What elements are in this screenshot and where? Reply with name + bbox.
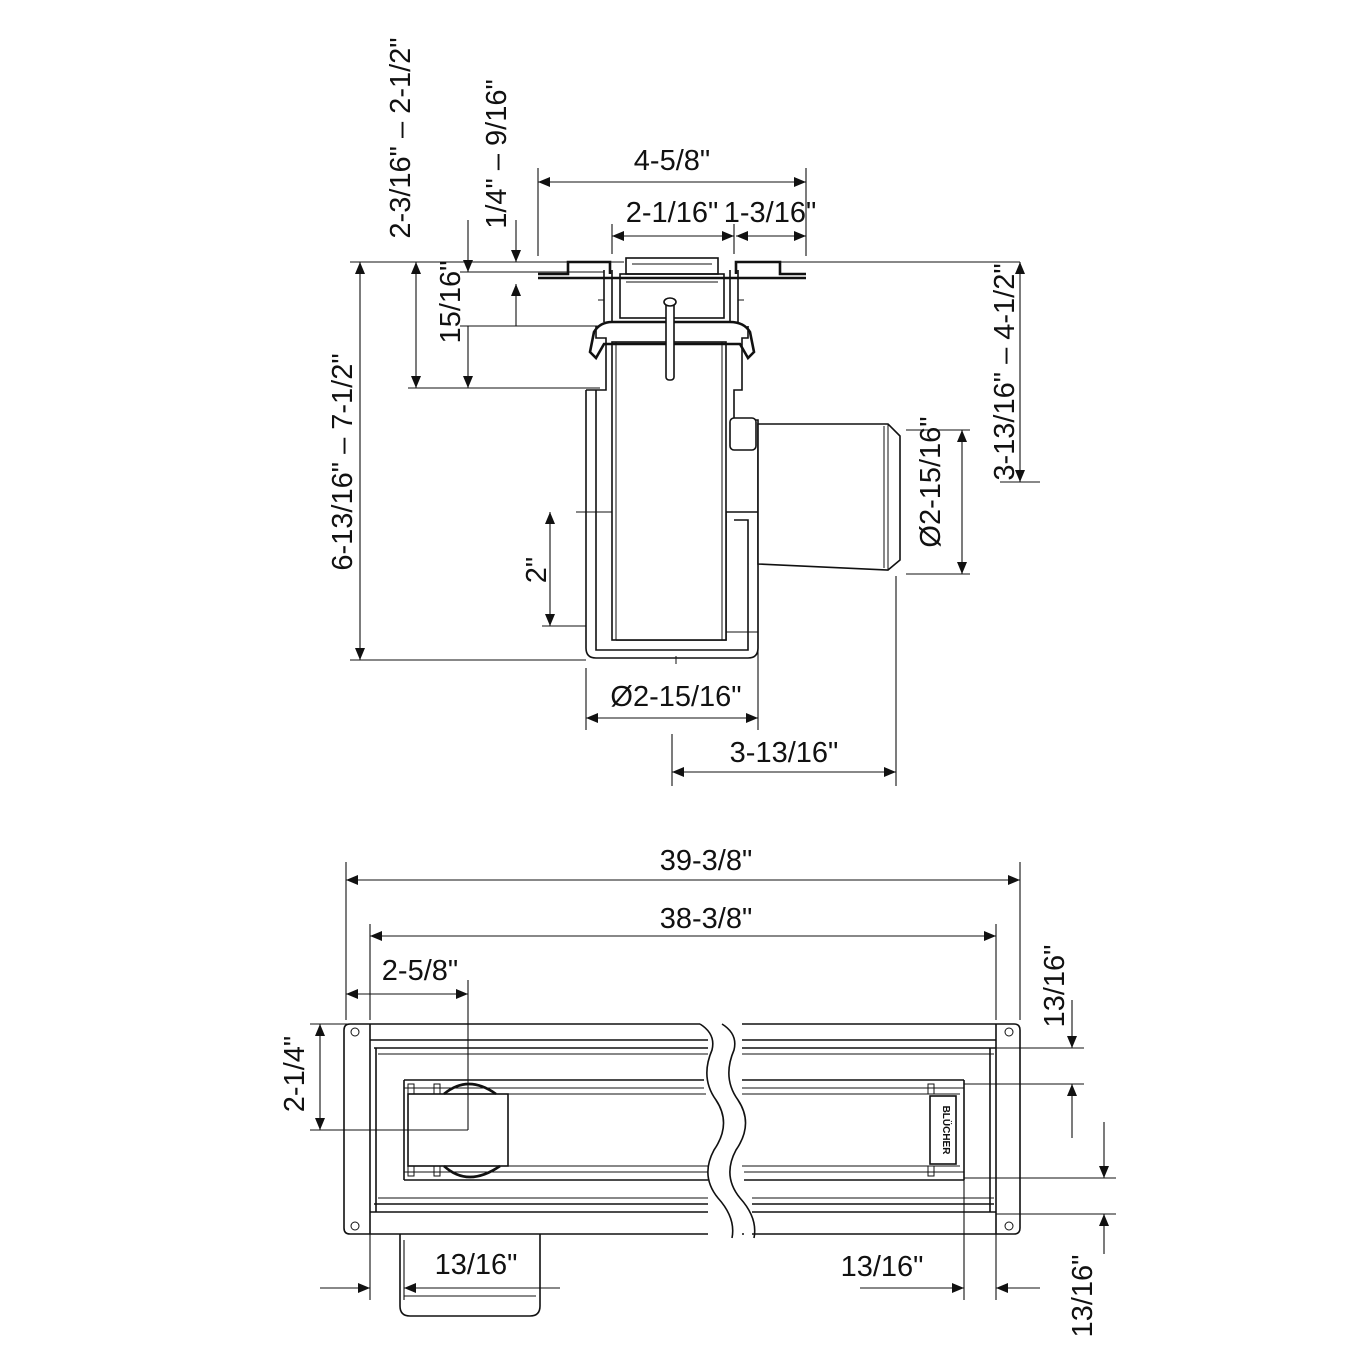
dim-outlet-offset: 3-13/16" bbox=[730, 737, 839, 769]
dim-end-left: 13/16" bbox=[435, 1249, 518, 1281]
extension-lines bbox=[350, 168, 1040, 786]
side-outlet bbox=[757, 423, 901, 571]
dim-body-diameter: Ø2-15/16" bbox=[610, 681, 741, 713]
lifting-pin bbox=[663, 297, 677, 381]
dim-outlet-diameter: Ø2-15/16" bbox=[915, 416, 947, 547]
plan-view: BLÜCHER bbox=[279, 845, 1116, 1337]
dim-end-right: 13/16" bbox=[841, 1251, 924, 1283]
dim-total-height: 6-13/16" – 7-1/2" bbox=[327, 353, 359, 570]
break-line bbox=[699, 1020, 756, 1239]
dim-collar-height: 1/4" – 9/16" bbox=[481, 79, 513, 229]
brand-label: BLÜCHER bbox=[940, 1106, 953, 1156]
dim-flange-bottom: 13/16" bbox=[1067, 1255, 1099, 1338]
dim-outlet-offset-y: 2-1/4" bbox=[279, 1036, 311, 1112]
dim-outlet-position: 2-5/8" bbox=[382, 955, 458, 987]
dim-water-seal: 2" bbox=[521, 557, 553, 583]
section-view: 4-5/8" 2-1/16" 1-3/16" 6-13/16" – 7-1/2"… bbox=[327, 37, 1040, 786]
dim-flange-width: 4-5/8" bbox=[634, 145, 710, 177]
dim-overall-length: 39-3/8" bbox=[660, 845, 753, 877]
dim-grate-opening: 2-1/16" bbox=[626, 197, 719, 229]
grate-insert: BLÜCHER bbox=[403, 1079, 965, 1181]
channel-rails bbox=[370, 1039, 996, 1213]
plan-extension-lines bbox=[310, 862, 1116, 1300]
dim-outlet-height: 3-13/16" – 4-1/2" bbox=[989, 263, 1021, 480]
dim-channel-length: 38-3/8" bbox=[660, 903, 753, 935]
dim-adjust-height: 2-3/16" – 2-1/2" bbox=[385, 37, 417, 238]
outlet-circle bbox=[443, 1082, 501, 1179]
dim-flange-top: 13/16" bbox=[1039, 945, 1071, 1028]
outlet-spigot bbox=[399, 1234, 541, 1317]
plan-dimension-arrows bbox=[315, 875, 1109, 1293]
inner-standpipe bbox=[611, 341, 757, 641]
dimension-arrows bbox=[355, 177, 1025, 777]
dim-neck-height: 15/16" bbox=[435, 261, 467, 344]
dim-flange-lip: 1-3/16" bbox=[724, 197, 817, 229]
